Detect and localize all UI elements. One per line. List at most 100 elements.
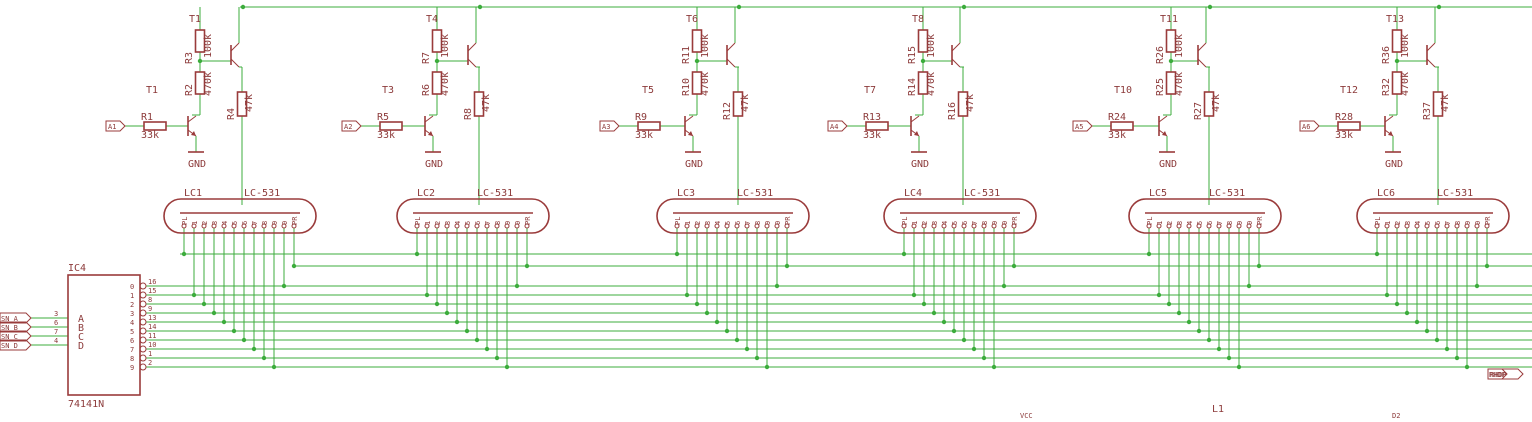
tube-pin (484, 223, 490, 229)
tube-pin-label: PR (524, 216, 532, 225)
tube-pin (764, 223, 770, 229)
resistor-mid-name: R10 (681, 78, 692, 96)
tube-pin (674, 223, 680, 229)
tube-pin-label: 7 (484, 221, 492, 225)
input-flag (599, 120, 620, 132)
ic-input-pin: 7 (54, 328, 58, 336)
tube-pin (464, 223, 470, 229)
l1-label: L1 (1212, 404, 1224, 415)
resistor-col-name: R4 (226, 108, 237, 120)
ic-output-label: 8 (130, 355, 134, 363)
transistor-emitter (230, 42, 240, 52)
tube-pin-label: 0 (1246, 221, 1254, 225)
resistor-collector (957, 91, 969, 117)
resistor-base-name: R1 (141, 112, 153, 123)
input-flag-text: A3 (602, 123, 610, 131)
resistor-base-name: R28 (1335, 112, 1353, 123)
input-flag (1299, 120, 1320, 132)
resistor-col-value: 47k (481, 94, 492, 112)
transistor-top-label: T4 (426, 14, 438, 25)
tube-pin (724, 223, 730, 229)
tube-pin-label: 2 (434, 221, 442, 225)
resistor-col-name: R16 (947, 102, 958, 120)
tube-pin (1464, 223, 1470, 229)
tube-pin (414, 223, 420, 229)
resistor-top-value: 100k (203, 34, 214, 58)
resistor-collector (473, 91, 485, 117)
ic-output-bubble (139, 318, 147, 326)
tube-pin (911, 223, 917, 229)
tube-pin-label: 1 (911, 221, 919, 225)
resistor-base-value: 33k (635, 130, 653, 141)
tube-pin (281, 223, 287, 229)
resistor-mid-name: R25 (1155, 78, 1166, 96)
resistor-mid-value: 470k (1174, 72, 1185, 96)
resistor-mid-value: 470k (1400, 72, 1411, 96)
ic-output-bubble (139, 282, 147, 290)
resistor-top (431, 29, 443, 53)
ic-output-label: 3 (130, 310, 134, 318)
tube-pin (774, 223, 780, 229)
tube-pin-label: 9 (1236, 221, 1244, 225)
resistor-top-value: 100k (440, 34, 451, 58)
resistor-mid-name: R14 (907, 78, 918, 96)
resistor-mid (691, 71, 703, 95)
tube-pin (211, 223, 217, 229)
transistor-collector (1158, 115, 1168, 123)
transistor-side-label: T10 (1114, 85, 1132, 96)
tube-model: LC-531 (964, 188, 1000, 199)
tube-pin-label: 5 (231, 221, 239, 225)
tube-pin (784, 223, 790, 229)
tube-pin-label: PR (1256, 216, 1264, 225)
tube-pin (1186, 223, 1192, 229)
ic-output-bubble (139, 336, 147, 344)
resistor-base-value: 33k (1335, 130, 1353, 141)
tube-pin (261, 223, 267, 229)
tube-pin-label: 1 (1384, 221, 1392, 225)
transistor-collector (1426, 58, 1436, 68)
resistor-mid-value: 470k (440, 72, 451, 96)
ic-input-flag-text: SN_B (1, 324, 18, 332)
resistor-col-value: 47k (740, 94, 751, 112)
resistor-base-name: R9 (635, 112, 647, 123)
d2-label: D2 (1392, 412, 1400, 420)
junction-dot (961, 4, 967, 10)
transistor-emitter (1197, 42, 1207, 52)
resistor-mid-name: R6 (421, 84, 432, 96)
tube-pin-label: 9 (1464, 221, 1472, 225)
tube-pin-label: 9 (504, 221, 512, 225)
tube-pin (514, 223, 520, 229)
ic-output-pin: 9 (148, 305, 152, 313)
resistor-top-name: R26 (1155, 46, 1166, 64)
tube-pin-label: 2 (201, 221, 209, 225)
tube-pin (1146, 223, 1152, 229)
tube-pin (981, 223, 987, 229)
rhdp-flag-text: RHDP (1490, 371, 1507, 379)
resistor-col-value: 47k (244, 94, 255, 112)
wire-layer (31, 4, 1532, 370)
input-flag (341, 120, 362, 132)
ic-output-label: 1 (130, 292, 134, 300)
input-flag (1072, 120, 1093, 132)
tube-pin (271, 223, 277, 229)
tube-pin-label: 3 (931, 221, 939, 225)
tube-pin (1454, 223, 1460, 229)
tube-pin-label: 9 (271, 221, 279, 225)
junction-dot (736, 4, 742, 10)
gnd-label: GND (1385, 159, 1403, 170)
tube-pin-label: 4 (941, 221, 949, 225)
tube-pin (714, 223, 720, 229)
ic-output-label: 5 (130, 328, 134, 336)
ic-input-flag (0, 321, 32, 333)
resistor-top (194, 29, 206, 53)
tube-pin (1216, 223, 1222, 229)
ic-output-pin: 8 (148, 296, 152, 304)
resistor-collector (732, 91, 744, 117)
ic-output-pin: 14 (148, 323, 156, 331)
symbol-layer (0, 29, 1524, 396)
gnd-label: GND (911, 159, 929, 170)
rhdp-box (1487, 368, 1524, 380)
tube-pin (1236, 223, 1242, 229)
transistor-collector (424, 115, 434, 123)
